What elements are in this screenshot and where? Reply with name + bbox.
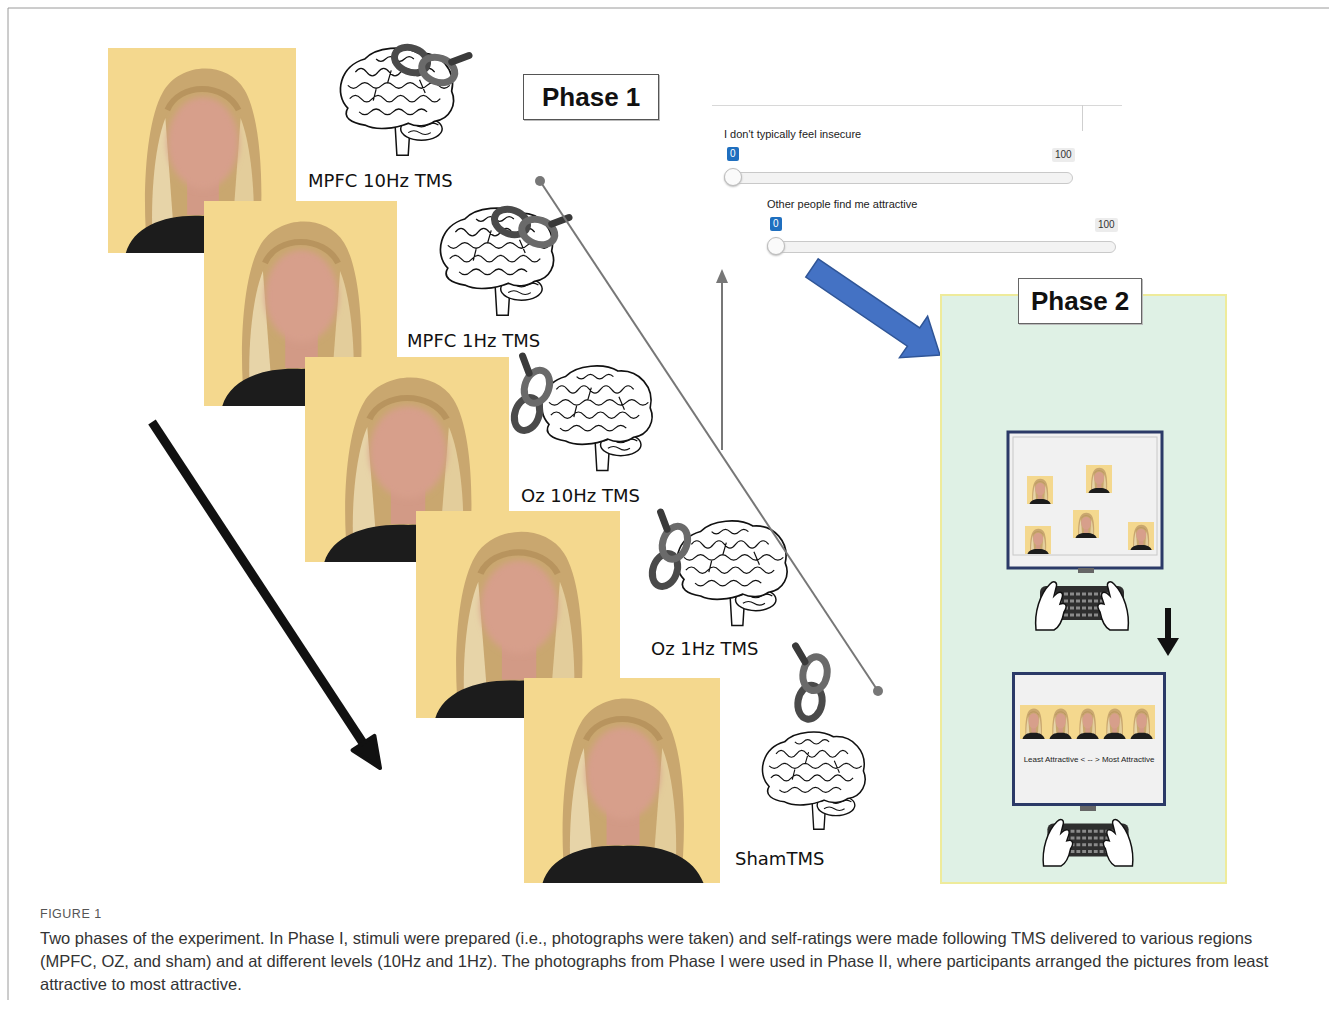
slider-min: 0 — [727, 147, 739, 161]
brain-icons — [340, 48, 865, 829]
keyboard-hands — [1043, 820, 1133, 866]
slider-knob — [724, 168, 742, 186]
panel-tick — [1082, 105, 1083, 131]
ranking-scale: Least Attractive < -- > Most Attractive — [1018, 755, 1160, 765]
slider-min: 0 — [770, 217, 782, 231]
phase2-panel: Phase 2Least Attractive < -- > Most Attr… — [940, 294, 1227, 884]
down-arrow — [1157, 608, 1179, 656]
slider-track — [724, 172, 1073, 184]
tms-condition: MPFC 1Hz TMS — [407, 330, 540, 351]
slider-knob — [767, 237, 785, 255]
phase-title: Phase 2 — [1018, 278, 1142, 324]
phase2-ground — [940, 294, 1227, 884]
big-down-arrow — [152, 422, 380, 768]
keyboard-hands — [1036, 582, 1129, 630]
tms-condition: Oz 10Hz TMS — [521, 485, 640, 506]
block-arrow — [806, 259, 940, 358]
diagonal-connector — [535, 176, 883, 696]
monitor-one — [1008, 432, 1162, 573]
figure-number: FIGURE 1 — [40, 907, 102, 921]
survey-question: I don't typically feel insecure — [724, 128, 861, 140]
survey-panel: I don't typically feel insecure0100Other… — [712, 105, 1122, 268]
tms-condition: MPFC 10Hz TMS — [308, 170, 453, 191]
survey-question: Other people find me attractive — [767, 198, 917, 210]
photographs — [108, 48, 720, 883]
tms-condition: Oz 1Hz TMS — [651, 638, 758, 659]
monitor-screen: Least Attractive < -- > Most Attractive — [1012, 672, 1166, 806]
tms-condition: ShamTMS — [735, 848, 824, 869]
figure-caption: Two phases of the experiment. In Phase I… — [40, 927, 1295, 996]
figure-frame — [8, 8, 1329, 1000]
monitor-two — [1012, 672, 1166, 811]
slider-max: 100 — [1052, 148, 1075, 162]
slider-track — [767, 241, 1116, 253]
slider-max: 100 — [1095, 218, 1118, 232]
phase-title: Phase 1 — [542, 75, 640, 119]
phase-box: Phase 1 — [523, 74, 659, 120]
